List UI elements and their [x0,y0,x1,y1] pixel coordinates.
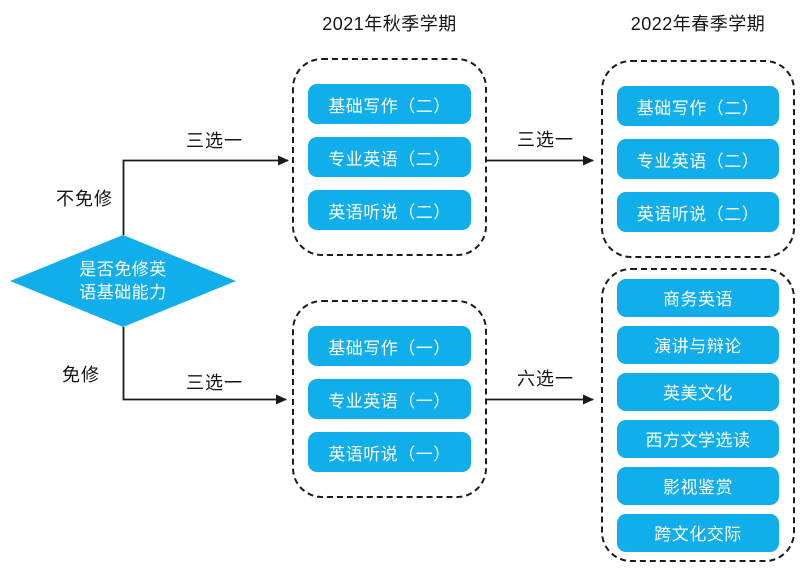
arrow-not-exempt-to-fall [122,155,289,235]
edge-label-choose-one-of-three-top-left: 三选一 [186,131,243,151]
column-header-fall-2021: 2021年秋季学期 [322,14,457,34]
course-group-spring-exempt: 商务英语 演讲与辩论 英美文化 西方文学选读 影视鉴赏 跨文化交际 [601,268,795,562]
decision-diamond: 是否免修英 语基础能力 [10,235,236,327]
course-node: 专业英语（二） [617,139,779,179]
course-node: 专业英语（二） [308,137,471,177]
course-node: 英语听说（一） [308,432,471,472]
edge-label-choose-one-of-six: 六选一 [517,369,574,389]
course-node: 跨文化交际 [617,513,779,552]
course-node: 商务英语 [617,278,779,317]
decision-text-line2: 语基础能力 [79,283,167,302]
course-group-fall-not-exempt: 基础写作（二） 专业英语（二） 英语听说（二） [292,58,487,256]
course-node: 英语听说（二） [617,192,779,232]
course-node: 英美文化 [617,372,779,411]
branch-label-not-exempt: 不免修 [56,189,113,209]
course-node: 专业英语（一） [308,379,471,419]
course-group-spring-not-exempt: 基础写作（二） 专业英语（二） 英语听说（二） [601,60,795,258]
course-node: 演讲与辩论 [617,325,779,364]
course-group-fall-exempt: 基础写作（一） 专业英语（一） 英语听说（一） [292,300,487,498]
course-node: 基础写作（一） [308,326,471,366]
column-header-spring-2022: 2022年春季学期 [630,14,766,34]
branch-label-exempt: 免修 [62,365,100,385]
edge-label-choose-one-of-three-bottom-left: 三选一 [186,373,243,393]
course-node: 基础写作（二） [308,84,471,124]
course-node: 基础写作（二） [617,86,779,126]
course-node: 影视鉴赏 [617,466,779,505]
course-node: 西方文学选读 [617,419,779,458]
course-node: 英语听说（二） [308,190,471,230]
decision-text-line1: 是否免修英 [79,260,167,279]
edge-label-choose-one-of-three-top-right: 三选一 [517,130,574,150]
